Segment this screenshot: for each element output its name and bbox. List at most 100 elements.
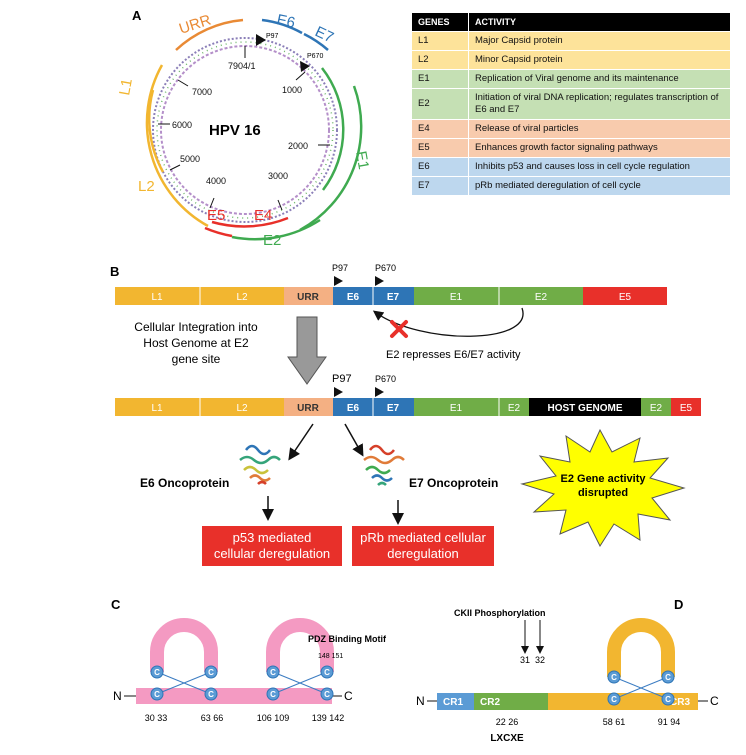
arc-e5 — [204, 226, 233, 238]
gene-cell: L2 — [411, 50, 469, 70]
bar2-p97: P97 — [332, 373, 352, 385]
e7-domain-diagram: CKII Phosphorylation 31 32 N C CR1 CR2 C… — [416, 608, 719, 744]
bar2-host-genome: HOST GENOME — [547, 403, 622, 414]
bar1-l1: L1 — [151, 292, 163, 303]
c-pos-139-142: 139 142 — [312, 713, 345, 723]
d-ck-pos-32: 32 — [535, 655, 545, 665]
c-cys-2: C — [154, 690, 160, 699]
arrow-to-e6 — [288, 423, 314, 461]
c-pos-106-109: 106 109 — [257, 713, 290, 723]
dna-ring-bases — [156, 41, 334, 219]
panel-label-b: B — [110, 264, 119, 279]
pos-7000: 7000 — [192, 87, 212, 97]
genome-bar-1: L1 L2 URR E6 E7 E1 E2 E5 P97 P670 — [115, 263, 667, 305]
gene-label-e6: E6 — [275, 11, 296, 31]
c-cys-7: C — [324, 668, 330, 677]
bar2-e1: E1 — [450, 403, 463, 414]
gene-label-l1: L1 — [116, 77, 136, 96]
bar2-e2: E2 — [508, 403, 521, 414]
gene-cell: E6 — [411, 157, 469, 177]
svg-text:Host Genome at E2: Host Genome at E2 — [143, 336, 249, 350]
gene-cell: E1 — [411, 69, 469, 89]
prb-box-line2: deregulation — [387, 546, 459, 561]
p53-deregulation-box: p53 mediated cellular deregulation — [202, 526, 342, 566]
p53-box-line2: cellular deregulation — [213, 546, 331, 561]
e6-oncoprotein-label: E6 Oncoprotein — [140, 476, 229, 490]
bar1-p97: P97 — [332, 263, 348, 273]
bar2-e6: E6 — [347, 403, 360, 414]
table-header-genes: GENES — [411, 12, 469, 32]
gene-cell: E7 — [411, 176, 469, 196]
e2-disrupted-starburst — [520, 428, 686, 548]
d-pos-58-61: 58 61 — [603, 717, 626, 727]
arc-e1 — [321, 67, 345, 191]
d-cys-1: C — [611, 673, 617, 682]
arc-e2-outer — [299, 85, 363, 232]
dna-ring-outer — [152, 37, 338, 223]
svg-text:Cellular Integration into: Cellular Integration into — [134, 320, 258, 334]
genome-promoters: P97 P670 — [256, 33, 323, 72]
c-pos-30-33: 30 33 — [145, 713, 168, 723]
d-c-terminus: C — [710, 694, 719, 708]
bar2-p670: P670 — [375, 374, 396, 384]
bar2-e2b: E2 — [650, 403, 663, 414]
gene-label-e4: E4 — [254, 207, 272, 224]
integration-text: Cellular Integration into Host Genome at… — [134, 320, 258, 366]
bar1-e1: E1 — [450, 292, 463, 303]
panel-label-c: C — [111, 597, 121, 612]
repress-cross-icon — [390, 320, 408, 338]
pos-3000: 3000 — [268, 171, 288, 181]
c-pdz-label: PDZ Binding Motif — [308, 634, 387, 644]
bar1-e5: E5 — [619, 292, 632, 303]
integration-arrow — [287, 316, 327, 385]
panel-label-a: A — [132, 8, 142, 23]
c-cys-6: C — [270, 690, 276, 699]
gene-label-l2: L2 — [138, 178, 155, 195]
bar1-e6: E6 — [347, 292, 360, 303]
e6-protein-structure-icon — [239, 444, 281, 485]
arc-e4 — [211, 216, 289, 228]
table-header-activity: ACTIVITY — [468, 12, 731, 32]
arc-e2 — [231, 218, 321, 241]
genome-positions: 7904/1 1000 2000 3000 4000 5000 6000 700… — [158, 46, 330, 211]
pos-5000: 5000 — [180, 154, 200, 164]
prb-deregulation-box: pRb mediated cellular deregulation — [352, 526, 494, 566]
activity-cell: Inhibits p53 and causes loss in cell cyc… — [468, 157, 731, 177]
bar1-l2: L2 — [236, 292, 248, 303]
pos-6000: 6000 — [172, 120, 192, 130]
gene-cell: L1 — [411, 31, 469, 51]
gene-label-e7: E7 — [312, 23, 336, 46]
activity-cell: pRb mediated deregulation of cell cycle — [468, 176, 731, 196]
e2-disrupted-line2: disrupted — [578, 487, 628, 499]
pos-4000: 4000 — [206, 176, 226, 186]
gene-arcs — [145, 18, 363, 241]
d-n-terminus: N — [416, 694, 425, 708]
gene-label-urr: URR — [177, 12, 213, 38]
bar1-urr: URR — [297, 292, 319, 303]
activity-cell: Initiation of viral DNA replication; reg… — [468, 88, 731, 120]
gene-cell: E4 — [411, 119, 469, 139]
arc-e7 — [303, 32, 329, 51]
d-pos-22-26: 22 26 — [496, 717, 519, 727]
c-cys-4: C — [208, 690, 214, 699]
c-cys-1: C — [154, 668, 160, 677]
c-cys-3: C — [208, 668, 214, 677]
d-cr1: CR1 — [443, 697, 463, 708]
d-pos-91-94: 91 94 — [658, 717, 681, 727]
bar2-l2: L2 — [236, 403, 248, 414]
activity-cell: Replication of Viral genome and its main… — [468, 69, 731, 89]
arc-l1 — [148, 89, 165, 173]
d-motif-lxcxe: LXCXE — [490, 733, 524, 744]
d-cys-4: C — [665, 695, 671, 704]
arrow-to-e7 — [344, 423, 364, 457]
arc-l2 — [145, 64, 209, 228]
